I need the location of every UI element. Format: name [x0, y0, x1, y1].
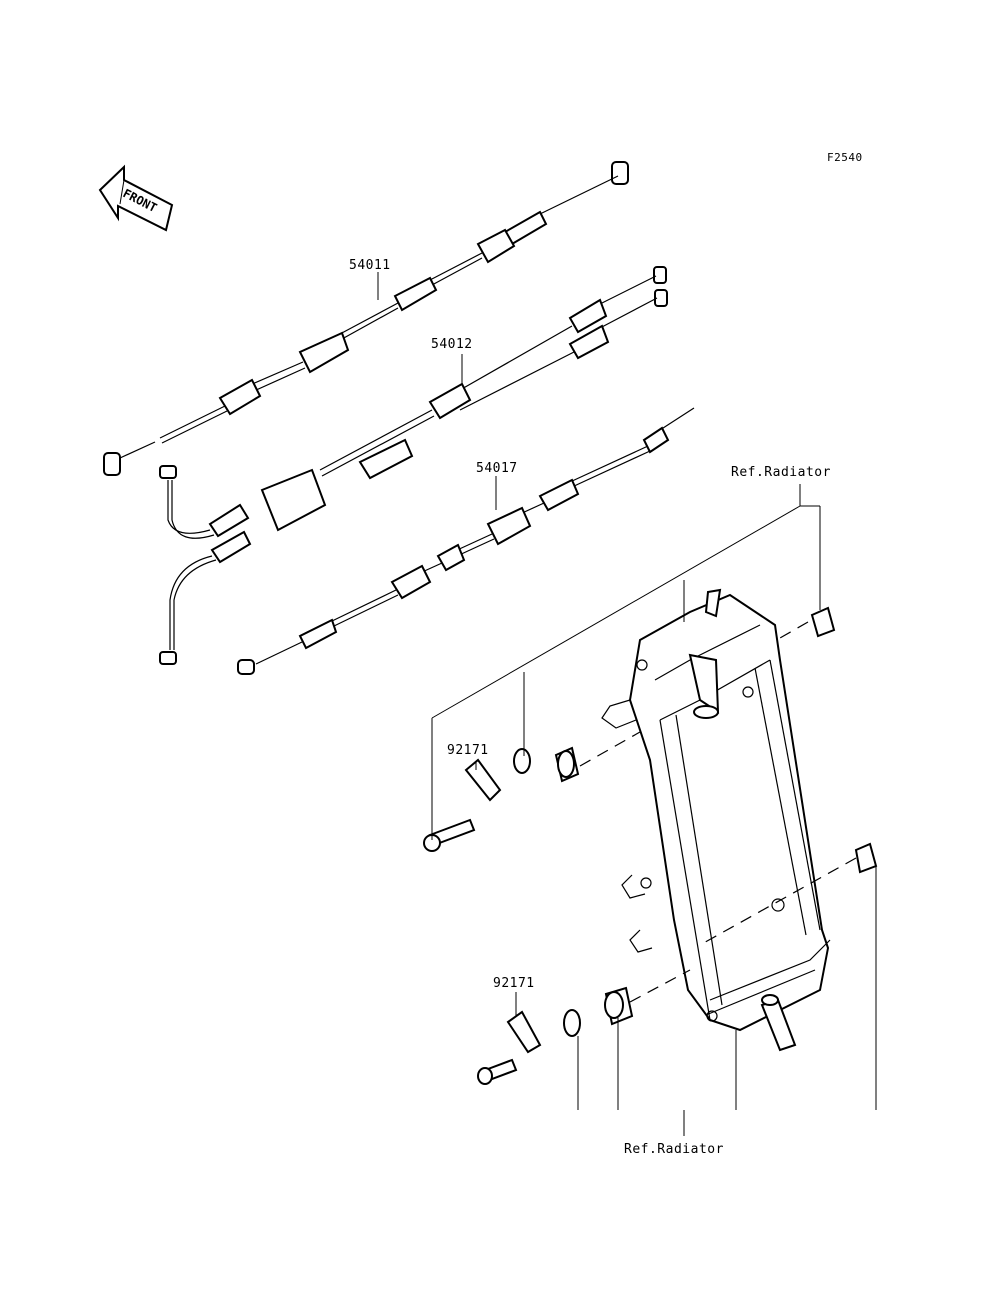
part-label-54012: 54012 [431, 337, 473, 352]
part-label-54011: 54011 [349, 258, 391, 273]
mount-hardware-lower [477, 606, 878, 1085]
choke-cable-54017 [237, 407, 695, 675]
part-label-92171-lower: 92171 [493, 976, 535, 991]
leader-lines [431, 484, 877, 1136]
throttle-cable-54012 [159, 266, 668, 665]
figure-code: F2540 [827, 151, 863, 164]
radiator [601, 588, 831, 1052]
part-label-54017: 54017 [476, 461, 518, 476]
ref-radiator-top: Ref.Radiator [731, 465, 831, 480]
part-label-92171-upper: 92171 [447, 743, 489, 758]
throttle-cable-54011 [103, 161, 629, 476]
ref-radiator-bottom: Ref.Radiator [624, 1142, 724, 1157]
front-arrow-icon: FRONT [98, 164, 174, 232]
